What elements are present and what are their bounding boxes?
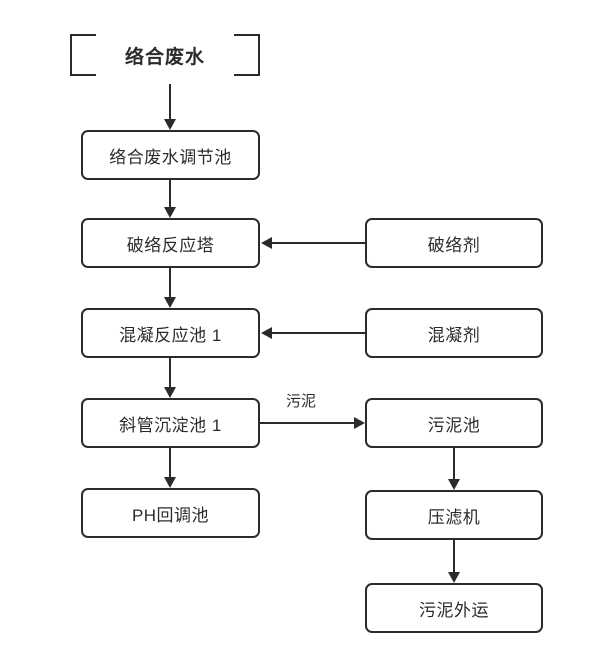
connector-xieguanchi1-to-wunichi [260, 421, 355, 425]
node-wunichi[interactable]: 污泥池 [365, 398, 543, 448]
connector-poluotower-to-hunningchi1 [169, 268, 172, 298]
edge-label-sludge: 污泥 [284, 390, 319, 411]
connector-xieguanchi1-to-phhuitiaochi [169, 448, 172, 478]
arrowhead-tiaojiechi-to-poluotower-icon [163, 207, 176, 218]
arrowhead-yalvji-to-wuniwaiyun-icon [447, 572, 460, 583]
connector-yalvji-to-wuniwaiyun [453, 540, 456, 573]
node-poluotower[interactable]: 破络反应塔 [81, 218, 260, 268]
bracket-left-icon [70, 34, 96, 76]
node-wuniwaiyun[interactable]: 污泥外运 [365, 583, 543, 633]
node-yalvji[interactable]: 压滤机 [365, 490, 543, 540]
node-tiaojiechi[interactable]: 络合废水调节池 [81, 130, 260, 180]
connector-source-to-tiaojiechi [169, 84, 172, 124]
source-node-label: 络合废水 [124, 46, 205, 68]
connector-hunningchi1-to-xieguanchi1 [169, 358, 172, 388]
arrowhead-xieguanchi1-to-phhuitiaochi-icon [163, 477, 176, 488]
bracket-right-icon [234, 34, 260, 76]
arrowhead-xieguanchi1-to-wunichi-icon [354, 416, 365, 429]
node-xieguanchi1[interactable]: 斜管沉淀池 1 [81, 398, 260, 448]
arrowhead-source-to-tiaojiechi-icon [163, 119, 176, 130]
connector-tiaojiechi-to-poluotower [169, 180, 172, 208]
node-phhuitiaochi[interactable]: PH回调池 [81, 488, 260, 538]
arrowhead-wunichi-to-yalvji-icon [447, 479, 460, 490]
node-hunningchi1[interactable]: 混凝反应池 1 [81, 308, 260, 358]
arrowhead-poluoji-to-poluotower-icon [261, 236, 272, 249]
connector-poluoji-to-poluotower [272, 241, 365, 245]
arrowhead-hunningchi1-to-xieguanchi1-icon [163, 387, 176, 398]
node-hunningji[interactable]: 混凝剂 [365, 308, 543, 358]
connector-hunningji-to-hunningchi1 [272, 331, 365, 335]
node-poluoji[interactable]: 破络剂 [365, 218, 543, 268]
connector-wunichi-to-yalvji [453, 448, 456, 480]
arrowhead-poluotower-to-hunningchi1-icon [163, 297, 176, 308]
arrowhead-hunningji-to-hunningchi1-icon [261, 326, 272, 339]
